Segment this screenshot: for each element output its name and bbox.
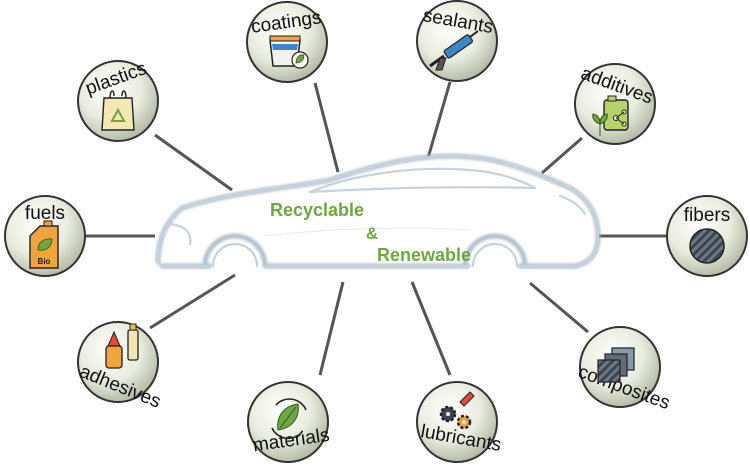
fiber-mesh-icon	[689, 228, 725, 264]
paint-bucket-leaf-icon	[269, 35, 309, 69]
connector-lubricants	[410, 281, 452, 376]
node-composites: composites	[575, 326, 673, 414]
node-fibers: fibers	[666, 195, 748, 277]
connector-materials	[318, 281, 345, 376]
node-label-fuels: fuels	[25, 203, 65, 224]
node-adhesives: adhesives	[76, 321, 164, 413]
node-fuels: fuels Bio	[4, 195, 86, 277]
connector-composites	[529, 281, 589, 334]
nodes: coatings sealants plastics	[4, 0, 748, 463]
connector-coatings	[313, 82, 340, 173]
node-label-fibers: fibers	[684, 205, 730, 226]
leaf-cycle-icon	[271, 398, 307, 440]
bio-fuel-can-icon: Bio	[29, 220, 59, 269]
connector-additives	[541, 136, 583, 175]
connector-sealants	[426, 81, 452, 159]
center-line-3: Renewable	[377, 245, 471, 265]
node-sealants: sealants	[416, 0, 498, 82]
center-label: Recyclable & Renewable	[270, 200, 471, 265]
gears-oil-icon	[439, 391, 475, 430]
caulking-gun-icon	[429, 30, 479, 71]
center-line-1: Recyclable	[270, 200, 364, 220]
connector-adhesives	[149, 273, 236, 330]
jerrycan-plant-molecule-icon	[592, 95, 629, 136]
connector-lines	[85, 81, 668, 376]
car-outline	[155, 153, 601, 269]
node-lubricants: lubricants	[416, 381, 503, 463]
node-coatings: coatings	[246, 1, 328, 83]
center-line-2: &	[366, 224, 378, 243]
node-plastics: plastics	[77, 58, 159, 142]
node-additives: additives	[574, 63, 656, 145]
connector-plastics	[154, 133, 233, 192]
composite-layers-icon	[597, 347, 635, 383]
node-materials: materials	[247, 381, 331, 463]
bio-text-icon: Bio	[38, 257, 51, 266]
recycle-bag-icon	[101, 90, 135, 131]
glue-bottle-icon	[105, 323, 139, 369]
